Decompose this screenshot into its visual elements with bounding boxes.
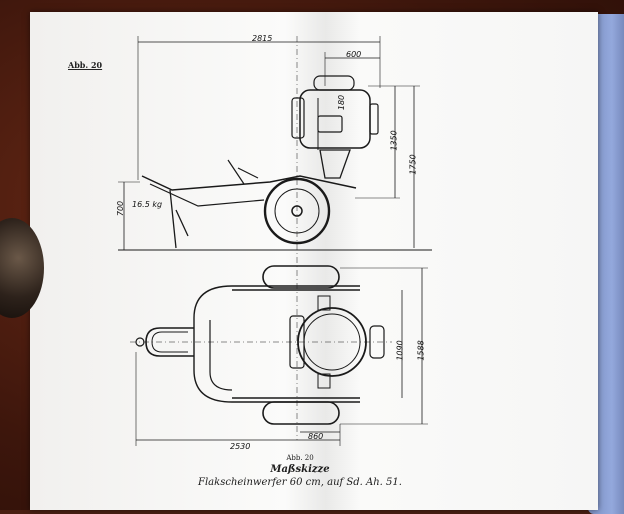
searchlight-drum <box>299 89 371 149</box>
dim-lamp-detail: 180 <box>337 94 347 111</box>
wheel-top-upper <box>262 265 340 289</box>
caption-subtitle: Flakscheinwerfer 60 cm, auf Sd. Ah. 51. <box>198 477 402 488</box>
searchlight-top <box>297 307 367 377</box>
dim-hitch-load: 16.5 kg <box>132 200 163 209</box>
dim-overall-length: 2815 <box>252 34 273 43</box>
figure-label: Abb. 20 <box>68 60 103 70</box>
wheel-top-lower <box>262 401 340 425</box>
caption-title: Maßskizze <box>270 464 330 475</box>
dim-hitch-height: 700 <box>116 200 126 217</box>
dim-total-height: 1750 <box>408 154 418 175</box>
dim-track-width: 1090 <box>395 340 405 361</box>
dim-lamp-length: 600 <box>346 50 362 59</box>
book-page <box>30 12 598 510</box>
dim-overall-width: 1588 <box>416 340 426 361</box>
caption-figure-number: Abb. 20 <box>286 454 314 462</box>
dim-base-length: 2530 <box>230 442 251 451</box>
dim-lamp-height: 1350 <box>389 130 399 151</box>
dim-wheel-width: 860 <box>308 432 324 441</box>
